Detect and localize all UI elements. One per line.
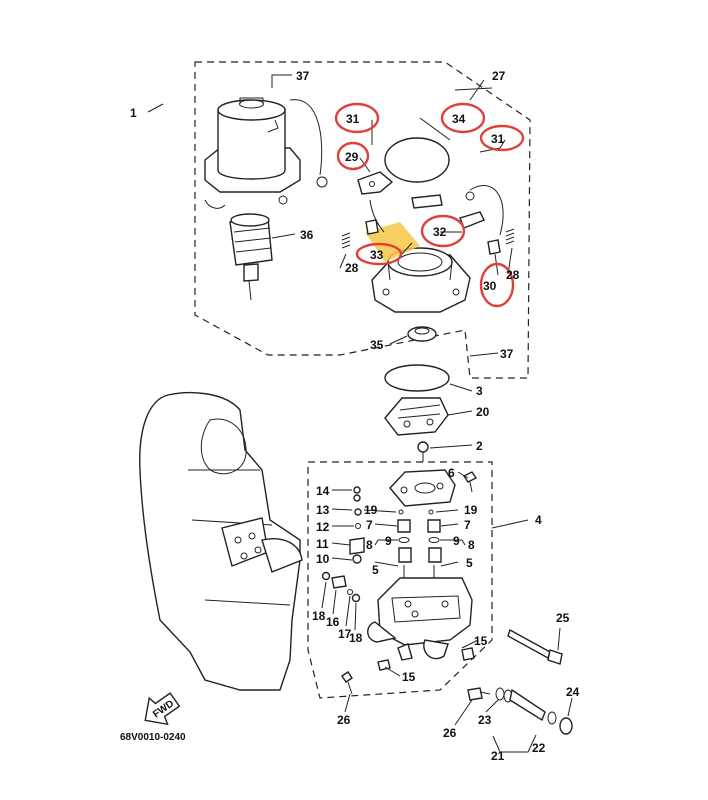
callout-24: 24 [566,685,580,699]
callout-21: 21 [491,749,505,763]
callout-4: 4 [535,513,542,527]
callout-35: 35 [370,338,384,352]
valve-plate [389,469,456,507]
callout-9-right: 9 [453,534,460,548]
highlight-circle-32 [420,214,466,248]
callout-9-left: 9 [385,534,392,548]
diagram-code: 68V0010-0240 [120,732,186,743]
callout-32: 32 [433,225,447,239]
callout-28-left: 28 [345,261,359,275]
highlight-circle-31b [479,124,525,152]
callout-16: 16 [326,615,340,629]
callout-numbers: 1 37 36 27 31 34 31 29 32 33 28 28 30 35… [130,69,580,763]
callout-22: 22 [532,741,546,755]
callout-12: 12 [316,520,330,534]
o-ring-3 [384,364,450,392]
highlight-circle-34 [440,102,486,134]
callout-15-bottom: 15 [402,670,416,684]
valve-stack [349,486,442,580]
screw-2 [417,441,429,462]
callout-17: 17 [338,627,352,641]
assembly-outline-27 [194,61,531,379]
callout-34: 34 [452,112,466,126]
bolt-6 [462,471,478,493]
callout-31-left: 31 [346,112,360,126]
callout-19-left: 19 [364,503,378,517]
callout-8-left: 8 [366,538,373,552]
callout-15-right: 15 [474,634,488,648]
callout-30: 30 [483,279,497,293]
callout-5-right: 5 [466,556,473,570]
highlight-zone-33 [365,222,420,262]
callout-14: 14 [316,484,330,498]
oil-seal-35 [407,326,437,342]
small-fittings [321,571,475,671]
highlight-circle-33 [355,242,403,266]
springs-28 [341,228,515,249]
bolt-26 [341,671,491,701]
armature [229,213,273,301]
callout-11: 11 [316,537,329,551]
highlight-circles [334,102,525,308]
callout-7-left: 7 [366,518,373,532]
callout-27: 27 [492,69,506,83]
bolt-25 [507,628,563,665]
callout-1: 1 [130,106,137,120]
callout-19-right: 19 [464,503,478,517]
callout-5-left: 5 [372,563,379,577]
callout-20: 20 [476,405,490,419]
callout-37-top: 37 [296,69,310,83]
highlight-circle-31a [334,102,380,134]
callout-6: 6 [448,466,455,480]
callout-23: 23 [478,713,492,727]
callout-26-left: 26 [337,713,351,727]
callout-28-right: 28 [506,268,520,282]
callout-8-right: 8 [468,538,475,552]
callout-2: 2 [476,439,483,453]
highlight-circle-29 [336,141,370,171]
tilt-cylinder-body [139,391,303,691]
callout-10: 10 [316,552,330,566]
callout-7-right: 7 [464,518,471,532]
callout-25: 25 [556,611,570,625]
o-ring-34 [384,137,450,183]
callout-3: 3 [476,384,483,398]
highlight-circle-30 [479,262,515,308]
trim-motor [204,97,328,209]
assembly-outline-4 [307,461,493,699]
callout-26-right: 26 [443,726,457,740]
filter-20 [384,397,449,436]
callout-33: 33 [370,248,384,262]
manual-valve-21 [495,687,573,735]
callout-18-left: 18 [312,609,326,623]
callout-13: 13 [316,503,330,517]
callout-29: 29 [345,150,359,164]
callout-18-right: 18 [349,631,363,645]
callout-31-right: 31 [491,132,505,146]
callout-36: 36 [300,228,314,242]
pump-housing-4 [367,577,473,661]
leader-lines [147,74,573,753]
brush-holder [357,171,504,255]
callout-37-bottom: 37 [500,347,514,361]
fwd-arrow-icon: FWD [144,692,181,726]
